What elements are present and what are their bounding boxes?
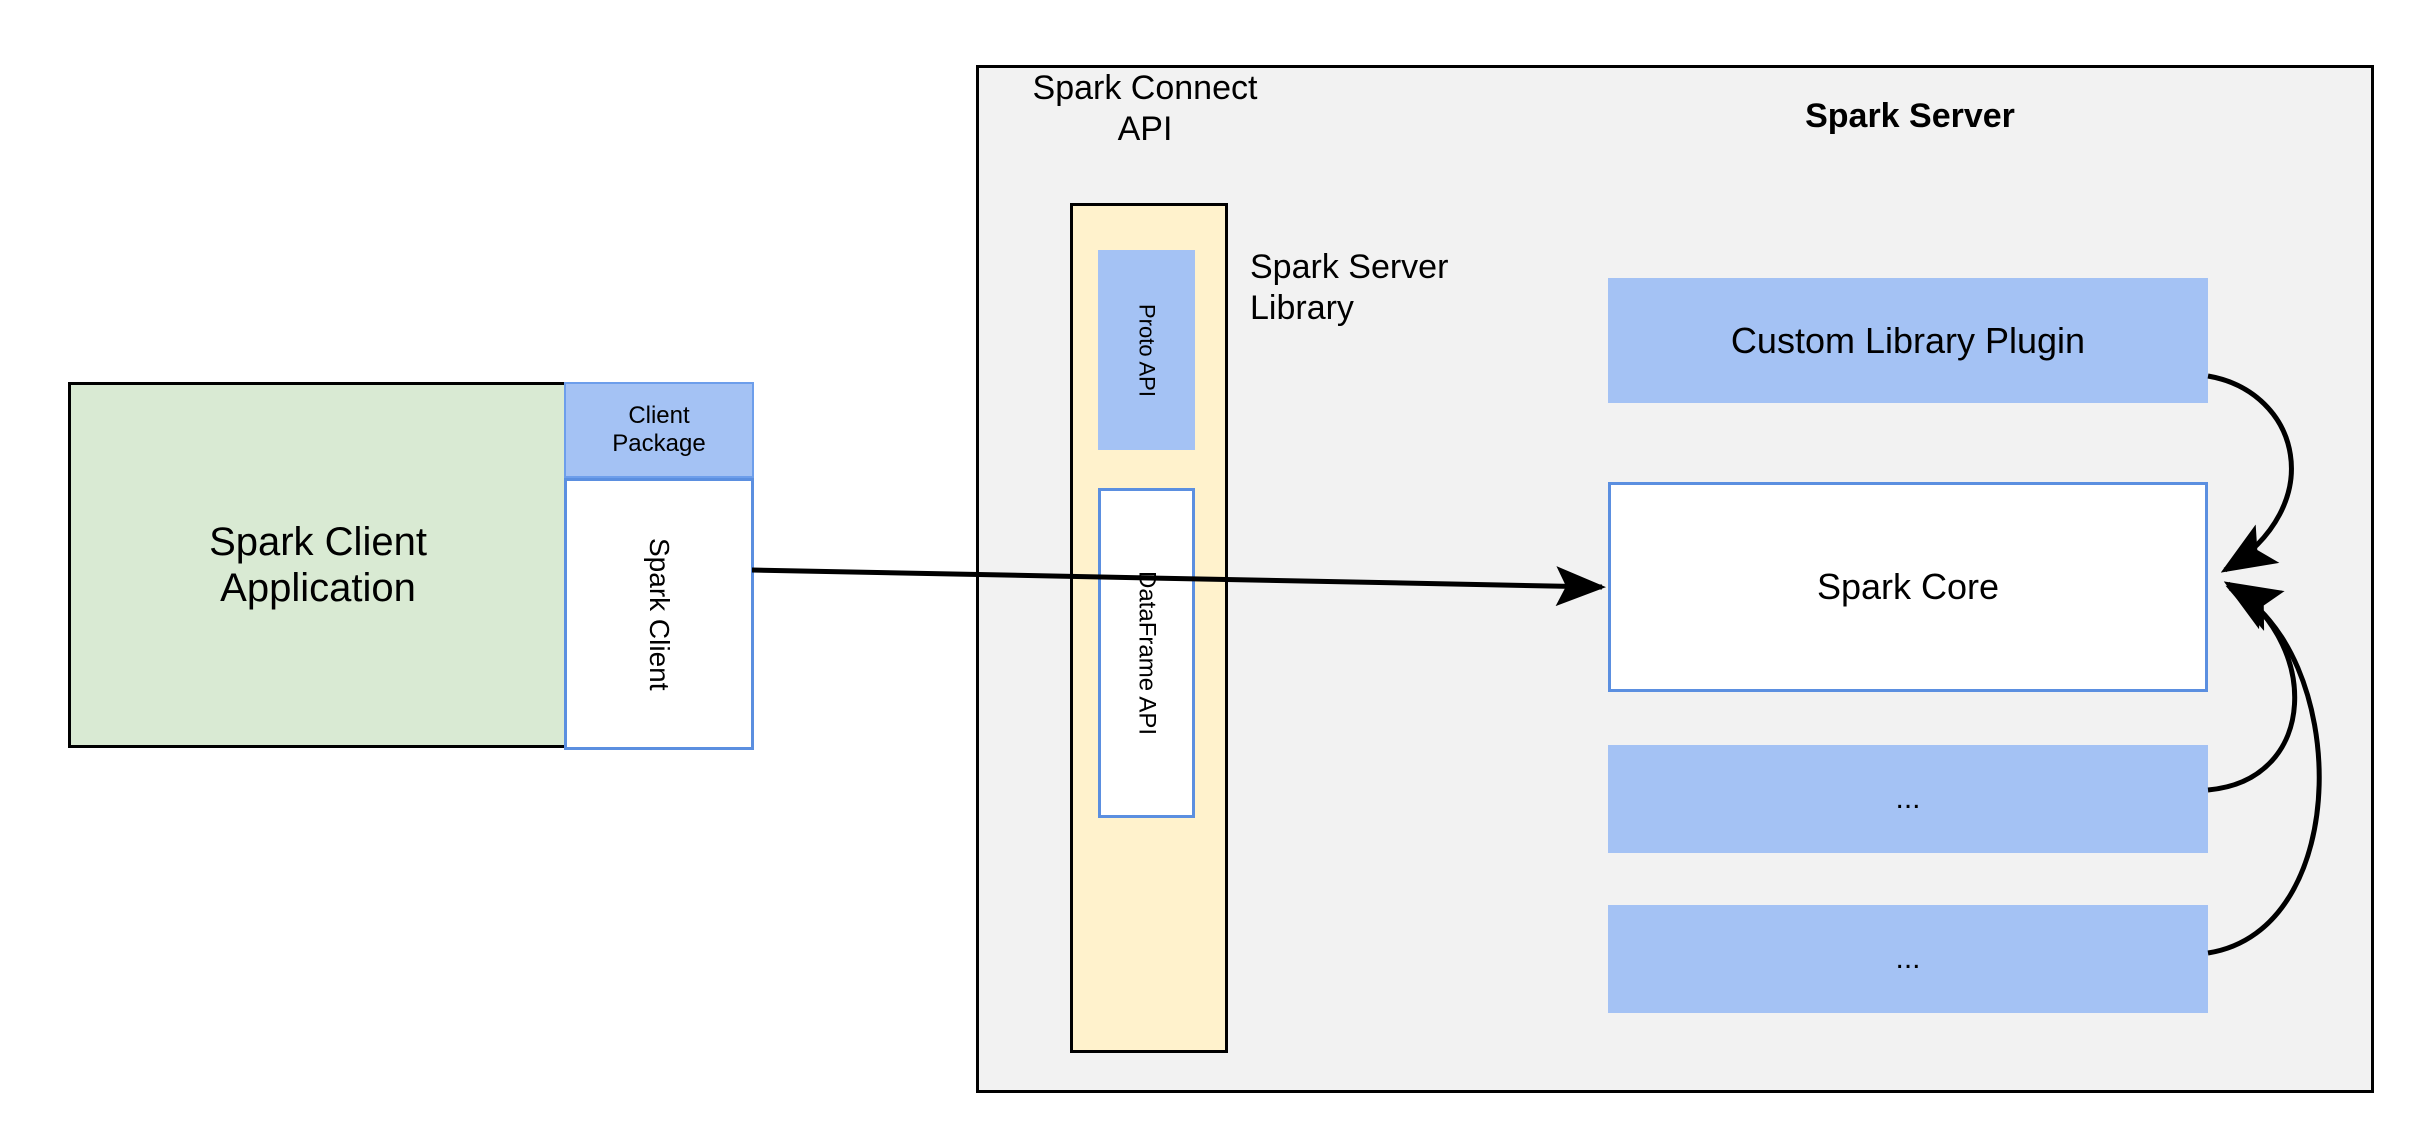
spark-client-application-box[interactable]: Spark Client Application [68,382,568,748]
dataframe-api-box[interactable]: DataFrame API [1098,488,1195,818]
spark-core-box[interactable]: Spark Core [1608,482,2208,692]
page-title: Spark Server [1805,97,2015,135]
dataframe-api-label: DataFrame API [1133,570,1161,736]
module-ellipsis-box-1[interactable]: ... [1608,745,2208,853]
client-package-box[interactable]: Client Package [564,382,754,478]
spark-client-label: Spark Client [644,537,676,691]
module-ellipsis-box-2[interactable]: ... [1608,905,2208,1013]
spark-connect-api-label: Spark Connect API [1032,69,1258,148]
spark-client-box[interactable]: Spark Client [564,478,754,750]
proto-api-box[interactable]: Proto API [1098,250,1195,450]
spark-server-library-label: Spark Server Library [1250,248,1449,327]
custom-library-plugin-box[interactable]: Custom Library Plugin [1608,278,2208,403]
proto-api-label: Proto API [1134,303,1160,397]
